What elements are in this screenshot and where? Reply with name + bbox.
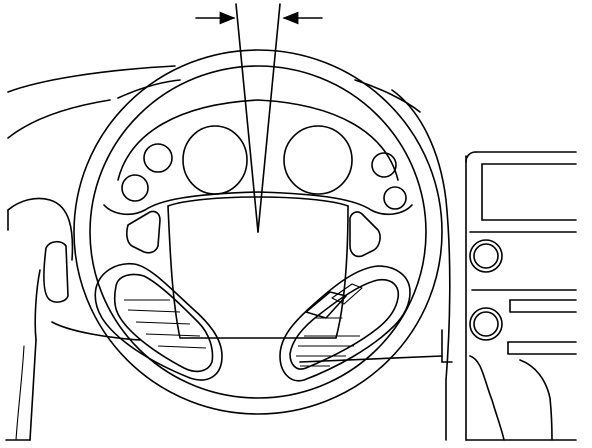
dashboard-left-panel (5, 197, 141, 441)
left-spoke (94, 263, 223, 381)
left-upper-pad (126, 210, 161, 254)
right-upper-pad (349, 211, 381, 258)
right-spoke (279, 265, 411, 382)
console-knob-lower (469, 307, 503, 341)
steering-wheel (73, 49, 443, 415)
gauge-small-left-upper (143, 143, 173, 173)
gauge-small-right-lower (383, 186, 407, 210)
gauge-tachometer (182, 125, 248, 195)
gauge-small-left-lower (121, 174, 149, 202)
control-switch-pad (305, 291, 347, 319)
gauge-small-right-upper (371, 152, 397, 178)
alignment-indicator (195, 3, 323, 233)
gauge-speedometer (283, 125, 353, 195)
console-knob-upper (469, 239, 503, 273)
dashboard-lower (299, 329, 453, 363)
center-console (465, 151, 577, 441)
